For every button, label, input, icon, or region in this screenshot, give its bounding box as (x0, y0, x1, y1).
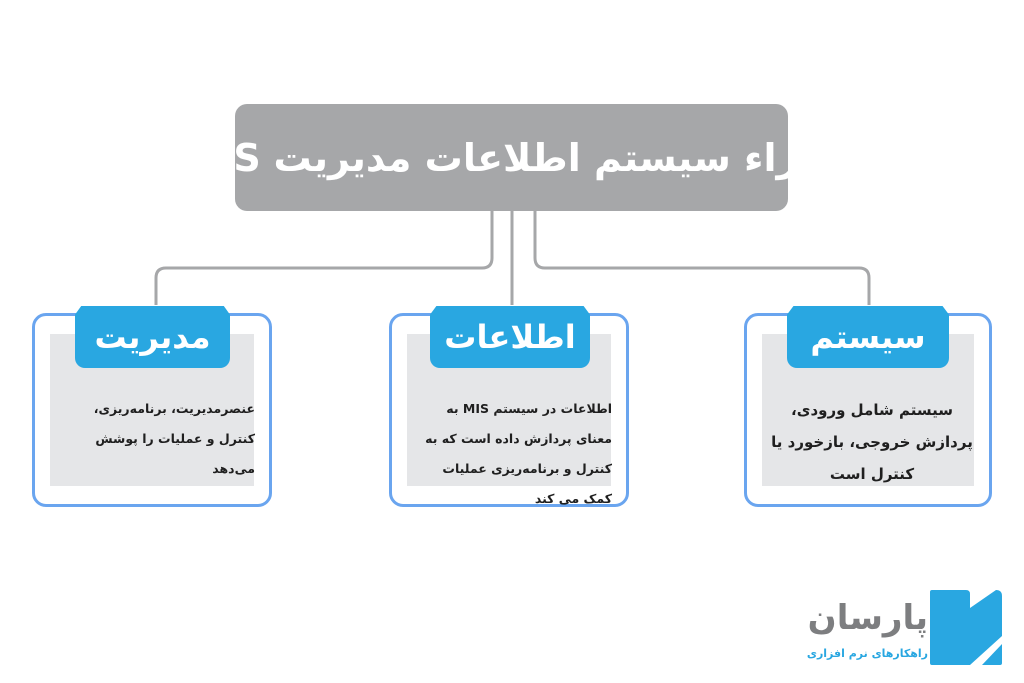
card-label: اطلاعات (444, 318, 576, 356)
card-description: سیستم شامل ورودی، پردازش خروجی، بازخورد … (771, 401, 973, 483)
logo-wordmark: پارسان (807, 598, 928, 638)
card-tab: سیستم (787, 306, 949, 368)
diagram-title-box: اجزاء سیستم اطلاعات مدیریت MIS (182, 104, 841, 211)
card-system: سیستم سیستم شامل ورودی، پردازش خروجی، با… (744, 306, 992, 507)
connector-left (154, 211, 494, 305)
card-description: اطلاعات در سیستم MIS به معنای پردازش داد… (425, 401, 612, 506)
card-label: سیستم (810, 318, 926, 356)
logo-tagline: راهکارهای نرم افزاری (806, 647, 928, 660)
card-tab: مدیریت (75, 306, 230, 368)
card-management: مدیریت عنصرمدیریت، برنامه‌ریزی، کنترل و … (32, 306, 272, 507)
card-description: عنصرمدیریت، برنامه‌ریزی، کنترل و عملیات … (93, 401, 255, 476)
connector-right (533, 211, 871, 305)
card-label: مدیریت (94, 318, 211, 356)
parsan-logo-icon (930, 590, 1002, 665)
parsan-logo: پارسان راهکارهای نرم افزاری (806, 590, 1008, 670)
card-information: اطلاعات اطلاعات در سیستم MIS به معنای پر… (389, 306, 629, 507)
diagram-title: اجزاء سیستم اطلاعات مدیریت MIS (182, 135, 841, 180)
card-tab: اطلاعات (430, 306, 590, 368)
